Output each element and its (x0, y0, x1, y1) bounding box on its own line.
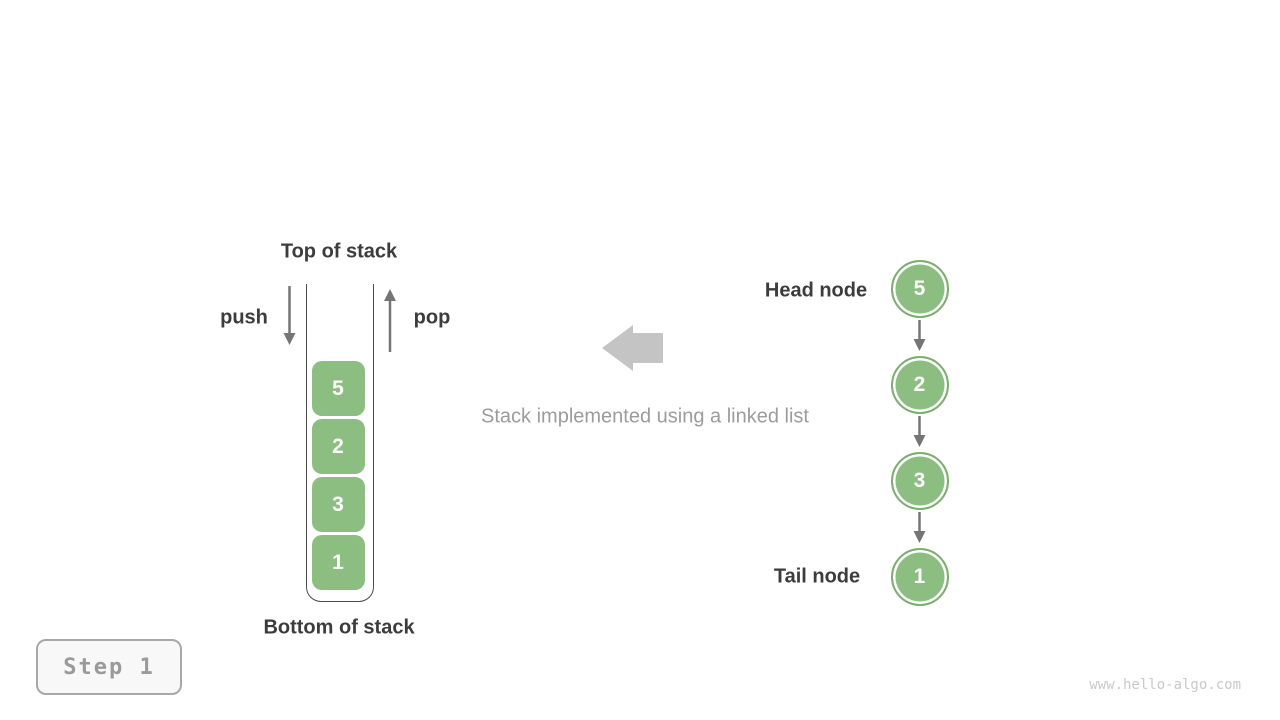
head-node-label: Head node (764, 279, 868, 302)
list-node-value: 3 (913, 469, 926, 492)
list-node: 3 (890, 452, 949, 510)
step-badge-label: Step 1 (63, 654, 155, 680)
left-block-arrow-icon (602, 325, 663, 371)
list-node: 5 (890, 260, 949, 318)
list-node-value: 2 (913, 373, 926, 396)
stack-container (306, 284, 374, 602)
tail-node-label: Tail node (773, 565, 861, 588)
step-badge: Step 1 (36, 639, 182, 695)
list-node: 2 (890, 356, 949, 414)
list-node-value: 1 (913, 565, 926, 588)
stack-item: 1 (311, 535, 365, 590)
stack-item: 3 (311, 477, 365, 532)
list-node: 1 (890, 548, 949, 606)
watermark: www.hello-algo.com (1089, 677, 1241, 693)
pop-label: pop (413, 306, 451, 329)
diagram-caption: Stack implemented using a linked list (481, 405, 809, 428)
push-label: push (220, 306, 268, 329)
stack-item: 2 (311, 419, 365, 474)
list-node-value: 5 (913, 277, 926, 300)
top-of-stack-label: Top of stack (280, 240, 398, 263)
stack-item: 5 (311, 361, 365, 416)
bottom-of-stack-label: Bottom of stack (263, 616, 415, 639)
